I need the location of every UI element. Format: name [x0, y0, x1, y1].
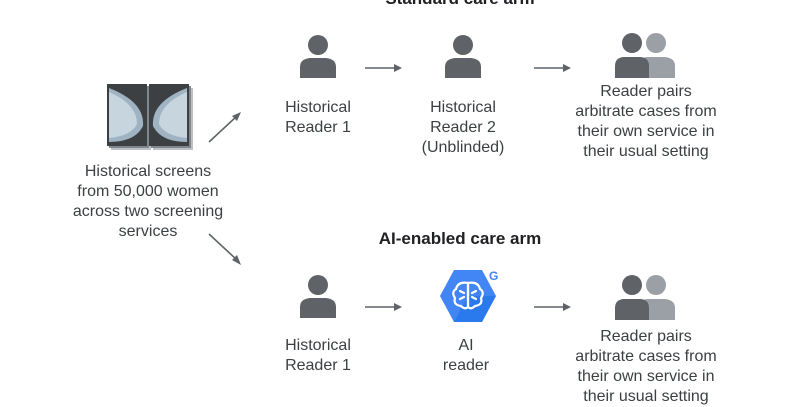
ai-arm-title: AI-enabled care arm: [378, 229, 542, 248]
reader-pair-icon: [615, 275, 675, 320]
standard-arbitration-label: Reader pairs arbitrate cases from their …: [575, 83, 717, 160]
ai-arm-reader1-label: Historical Reader 1: [285, 337, 351, 374]
arrow-right: [365, 303, 402, 311]
arrow-right: [365, 64, 402, 72]
google-g-badge: G: [489, 269, 499, 283]
mammogram-images-icon: [107, 84, 193, 150]
arrow-to-ai-arm: [208, 233, 241, 265]
standard-reader1-label: Historical Reader 1: [285, 99, 351, 136]
google-ai-brain-icon: [440, 270, 496, 322]
arrow-right: [534, 64, 571, 72]
arrow-to-standard-arm: [208, 112, 241, 143]
source-label: Historical screens from 50,000 women acr…: [72, 163, 224, 240]
ai-reader-label: AI reader: [442, 337, 490, 374]
standard-arm-title: Standard care arm: [310, 0, 610, 9]
reader-pair-icon: [615, 33, 675, 78]
arrow-right: [534, 303, 571, 311]
standard-reader2-label: Historical Reader 2 (Unblinded): [421, 99, 505, 156]
person-icon: [445, 35, 481, 78]
person-icon: [300, 275, 336, 318]
person-icon: [300, 35, 336, 78]
ai-arm-arbitration-label: Reader pairs arbitrate cases from their …: [575, 328, 717, 405]
